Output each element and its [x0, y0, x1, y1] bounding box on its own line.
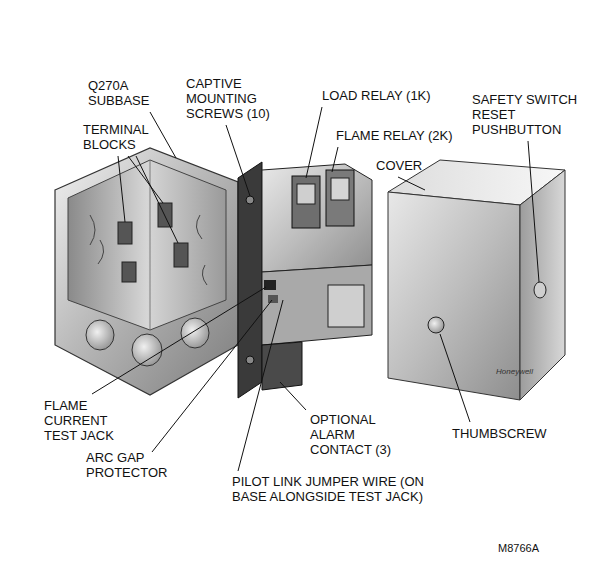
brand-mark: Honeywell: [496, 367, 533, 376]
leader-line: [398, 177, 425, 190]
leader-line: [150, 112, 176, 158]
terminal-block: [174, 243, 188, 267]
subbase-interior: [68, 160, 226, 330]
back-plate: [238, 162, 262, 398]
flame-relay: [326, 170, 354, 226]
reset-button: [534, 282, 546, 298]
callout-label: COVER: [376, 158, 422, 173]
knockout: [181, 318, 209, 348]
chassis-drawing: [238, 162, 372, 398]
cover-side: [520, 170, 565, 400]
leader-line: [152, 300, 272, 452]
relay-frame: [262, 164, 372, 272]
arc-gap: [268, 295, 278, 303]
leader-line: [226, 125, 250, 196]
callout-label: SAFETY SWITCH RESET PUSHBUTTON: [472, 92, 586, 137]
callout-label: ARC GAP PROTECTOR: [86, 450, 176, 480]
callout-label: CAPTIVE MOUNTING SCREWS (10): [186, 76, 282, 121]
thumbscrew: [428, 317, 444, 333]
leader-line: [440, 334, 470, 422]
leader-line: [128, 156, 163, 203]
callout-label: THUMBSCREW: [452, 426, 547, 441]
callout-label: LOAD RELAY (1K): [322, 88, 431, 103]
leader-line: [332, 147, 338, 172]
leader-line: [280, 382, 306, 410]
subbase-shell: [55, 148, 238, 395]
leader-line: [136, 156, 178, 243]
relay-coil: [297, 184, 315, 204]
leader-lines: [92, 107, 539, 471]
callout-label: FLAME RELAY (2K): [336, 128, 453, 143]
callout-label: TERMINAL BLOCKS: [83, 122, 165, 152]
leader-line: [238, 300, 283, 471]
leader-line: [306, 107, 322, 178]
callout-label: PILOT LINK JUMPER WIRE (ON BASE ALONGSID…: [232, 474, 447, 504]
lower-bracket: [262, 265, 372, 345]
captive-screw: [246, 356, 254, 364]
leader-line: [528, 141, 539, 282]
wire: [90, 215, 207, 285]
subbase-drawing: [55, 148, 238, 395]
transformer: [328, 285, 364, 327]
knockout: [86, 320, 114, 350]
relay-coil: [331, 178, 349, 200]
callout-label: Q270A SUBBASE: [88, 78, 163, 108]
alarm-contact: [262, 342, 302, 390]
load-relay: [292, 176, 320, 228]
captive-screw: [246, 196, 254, 204]
leader-line: [118, 156, 125, 222]
callout-label: OPTIONAL ALARM CONTACT (3): [310, 412, 398, 457]
terminal-block: [122, 262, 136, 282]
knockout: [132, 334, 162, 366]
figure-number: M8766A: [498, 542, 539, 555]
terminal-block: [118, 222, 132, 244]
test-jack: [264, 280, 276, 290]
callout-label: FLAME CURRENT TEST JACK: [44, 398, 122, 443]
